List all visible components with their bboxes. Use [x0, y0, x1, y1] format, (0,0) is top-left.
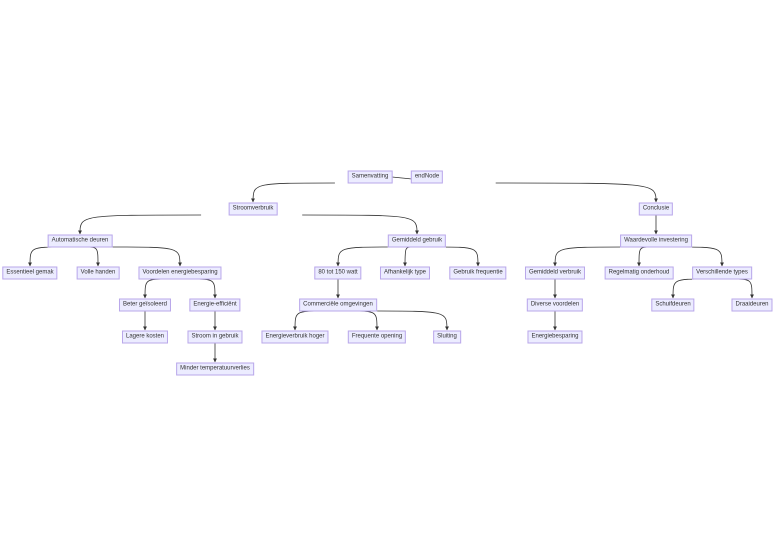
- edge-arrow: [553, 246, 626, 267]
- node-volle-handen: Volle handen: [76, 266, 120, 280]
- edge-arrow: [675, 246, 724, 267]
- edge-arrow: [349, 310, 379, 331]
- node-schuifdeuren: Schuifdeuren: [651, 298, 695, 312]
- node-sluiting: Sluiting: [433, 330, 461, 344]
- node-waardevolle-investering: Waardevolle investering: [620, 234, 692, 248]
- node-samenvatting: Samenvatting: [347, 170, 393, 184]
- node-essentieel-gemak: Essentieel gemak: [2, 266, 58, 280]
- node-stroomverbruik: Stroomverbruik: [228, 202, 278, 216]
- node-voordelen-energiebesparing: Voordelen energiebesparing: [138, 266, 222, 280]
- node-frequente-opening: Frequente opening: [347, 330, 407, 344]
- edge-arrow: [109, 246, 182, 267]
- edge-arrow: [370, 310, 449, 331]
- node-gemiddeld-verbruik: Gemiddeld verbruik: [524, 266, 586, 280]
- node-minder-temperatuurverlies: Minder temperatuurverlies: [176, 362, 254, 376]
- node-gemiddeld-gebruik: Gemiddeld gebruik: [387, 234, 447, 248]
- node-automatische-deuren: Automatische deuren: [47, 234, 113, 248]
- edge-arrow: [403, 246, 414, 267]
- node-80-tot-150-watt: 80 tot 150 watt: [314, 266, 362, 280]
- node-stroom-in-gebruik: Stroom in gebruik: [187, 330, 243, 344]
- edge-arrow: [293, 310, 326, 331]
- node-afhankelijk-type: Afhankelijk type: [379, 266, 431, 280]
- node-verschillende-types: Verschillende types: [692, 266, 752, 280]
- node-endnode: endNode: [410, 170, 444, 184]
- node-draaideuren: Draaideuren: [731, 298, 773, 312]
- node-energie-effici-nt: Energie-efficiënt: [189, 298, 241, 312]
- edge-arrow: [671, 278, 708, 299]
- edge-arrow: [336, 246, 394, 267]
- edge-arrow: [637, 246, 651, 267]
- edge-arrow: [495, 182, 658, 203]
- edge-arrow: [435, 246, 480, 267]
- edge-arrow: [78, 214, 202, 235]
- edge-arrow: [190, 278, 217, 299]
- node-conclusie: Conclusie: [638, 202, 674, 216]
- node-commerci-le-omgevingen: Commerciële omgevingen: [299, 298, 377, 312]
- edge-link: [391, 176, 413, 180]
- edge-arrow: [143, 278, 170, 299]
- node-gebruik-frequentie: Gebruik frequentie: [449, 266, 507, 280]
- edge-arrow: [251, 182, 335, 203]
- edge-arrow: [85, 246, 100, 267]
- node-lagere-kosten: Lagere kosten: [121, 330, 169, 344]
- node-regelmatig-onderhoud: Regelmatig onderhoud: [604, 266, 674, 280]
- node-diverse-voordelen: Diverse voordelen: [526, 298, 584, 312]
- edge-arrow: [302, 214, 419, 235]
- edge-arrow: [28, 246, 66, 267]
- node-energiebesparing: Energiebesparing: [527, 330, 583, 344]
- node-beter-ge-soleerd: Beter geïsoleerd: [118, 298, 172, 312]
- node-energieverbruik-hoger: Energieverbruik hoger: [261, 330, 329, 344]
- edge-arrow: [730, 278, 754, 299]
